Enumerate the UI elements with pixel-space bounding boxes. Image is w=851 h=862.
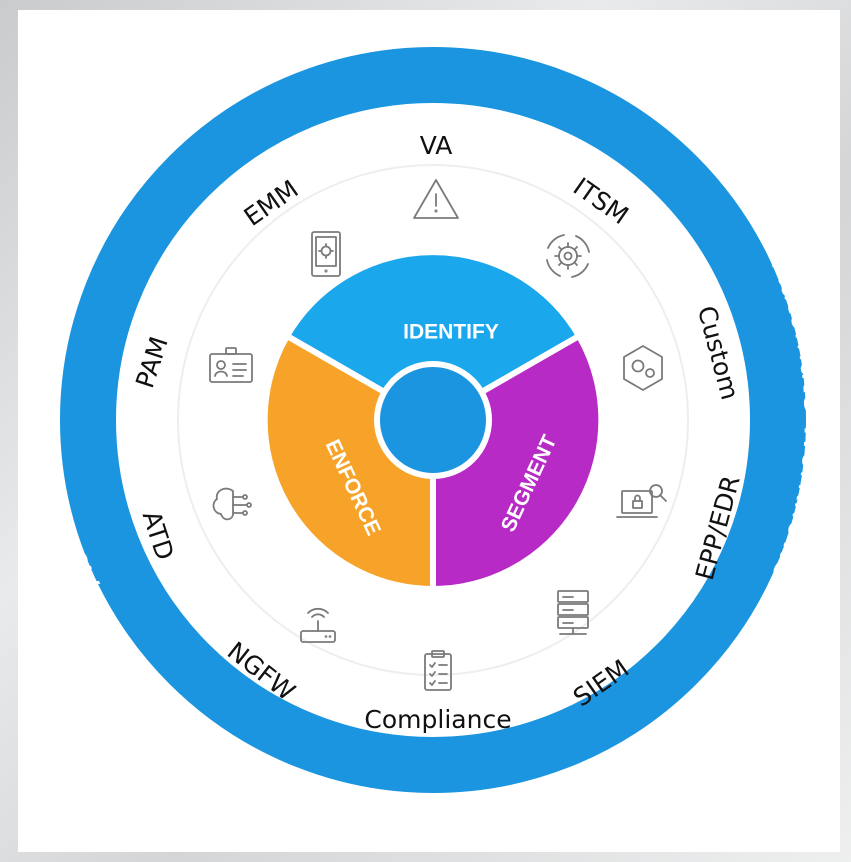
- integration-label-va: VA: [420, 131, 453, 160]
- router-icon: [300, 607, 336, 643]
- brain-circuit-icon: [212, 487, 252, 521]
- outer-ring: [60, 47, 806, 793]
- laptop-lock-search-icon: [616, 484, 667, 518]
- integration-label-pam: PAM: [130, 333, 174, 392]
- gear-cycle-icon: [546, 234, 590, 278]
- segment-identify: [282, 249, 584, 424]
- diagram-canvas: Share Device Context Automate Workflows …: [18, 10, 840, 852]
- id-badge-icon: [209, 347, 253, 383]
- warning-triangle-icon: [413, 179, 459, 219]
- center-hub: [374, 361, 492, 479]
- tablet-gear-icon: [311, 231, 341, 277]
- integration-label-compliance: Compliance: [364, 705, 511, 734]
- checklist-clipboard-icon: [424, 650, 452, 691]
- segment-label-identify: IDENTIFY: [403, 321, 499, 344]
- integration-wheel-diagram: Share Device Context Automate Workflows …: [24, 47, 833, 793]
- gears-hexagon-icon: [623, 345, 663, 391]
- server-stack-icon: [557, 590, 589, 635]
